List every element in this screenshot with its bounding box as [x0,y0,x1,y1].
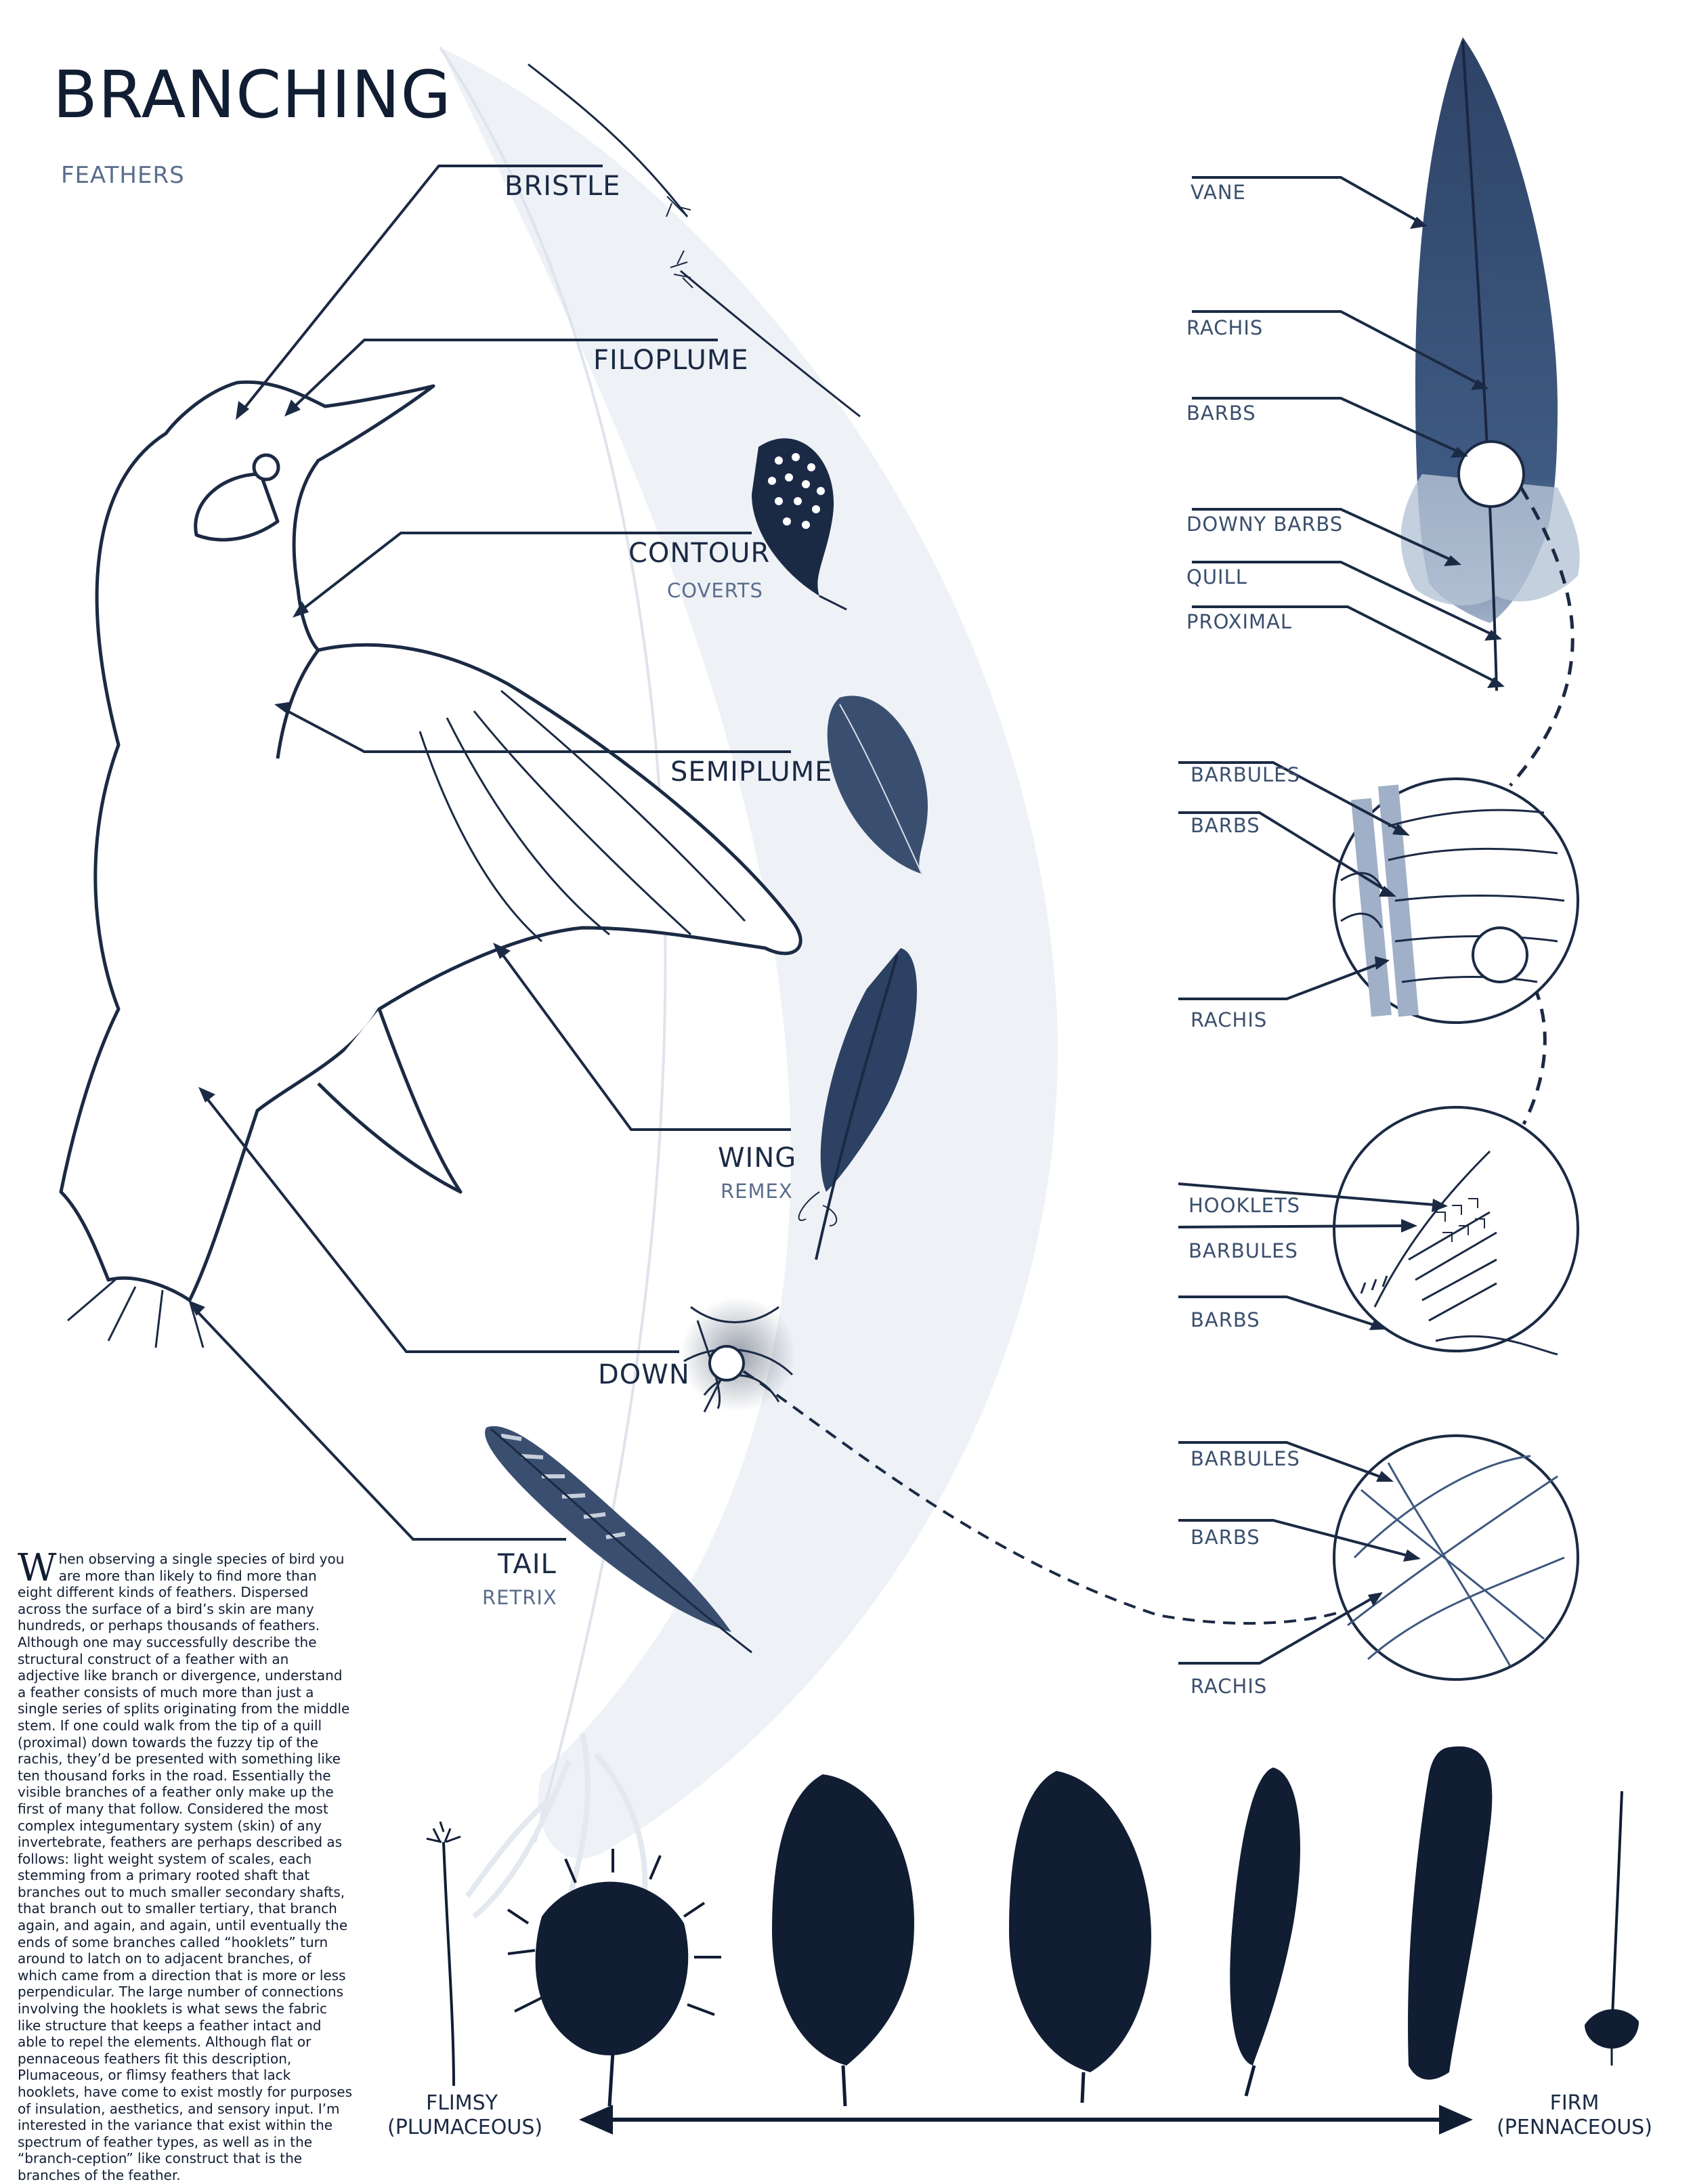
label-down: DOWN [598,1359,690,1390]
essay-text: hen observing a single species of bird y… [18,1551,353,2183]
scale-firm: FIRM [1549,2091,1600,2115]
zoom-circle-hooklets [1333,1106,1579,1356]
label-semiplume: SEMIPLUME [670,756,833,788]
spectrum-remex [1408,1746,1493,2080]
background-feather [439,46,1058,1938]
semiplume-feather [827,695,928,876]
label-remex: REMEX [721,1180,793,1203]
label-tail: TAIL [498,1549,557,1580]
scale-left-label: FLIMSY (PLUMACEOUS) [387,2091,543,2140]
label-vane: VANE [1191,181,1246,204]
label-contour: CONTOUR [628,538,771,569]
label-zoom2-barbules: BARBULES [1188,1239,1298,1262]
spectrum-down [507,1849,721,2107]
label-quill: QUILL [1186,565,1247,588]
anatomy-zoom-marker [1457,440,1525,508]
contour-feather [752,438,847,611]
spectrum-semiplume [772,1774,914,2107]
wing-feather [798,948,917,1260]
zoom-circle-down [1333,1434,1579,1681]
bird-leader-lines [192,165,791,1541]
label-rachis: RACHIS [1186,316,1264,339]
bristle-feather [528,63,691,217]
scale-flimsy: FLIMSY [425,2091,498,2115]
spectrum-feathers [426,1746,1639,2107]
bird-outline [59,380,802,1348]
label-zoom2-hooklets: HOOKLETS [1188,1194,1301,1217]
label-coverts: COVERTS [667,579,763,602]
page-title: BRANCHING [53,57,452,133]
label-barbs: BARBS [1186,402,1256,425]
label-filoplume: FILOPLUME [593,345,749,376]
scale-pennaceous: (PENNACEOUS) [1497,2116,1652,2139]
label-zoom2-barbs: BARBS [1191,1308,1260,1331]
label-zoom1-barbs: BARBS [1191,814,1260,837]
label-downy-barbs: DOWNY BARBS [1186,513,1344,536]
spectrum-bristle [1585,1791,1639,2065]
page-subtitle: FEATHERS [61,162,185,189]
zoom-circle-barbules [1333,777,1579,1024]
label-wing: WING [718,1142,797,1174]
bird-leader-arrowheads [188,400,511,1316]
essay-drop-cap: W [18,1546,57,1590]
tail-feather [485,1426,752,1654]
anatomy-leader-lines [1192,176,1501,685]
label-bristle: BRISTLE [505,171,621,202]
label-proximal: PROXIMAL [1186,610,1293,633]
scale-plumaceous: (PLUMACEOUS) [387,2116,543,2139]
label-zoom1-barbules: BARBULES [1191,763,1300,786]
anatomy-feather [1400,37,1580,691]
zoom-arrowheads [1368,823,1448,1606]
scale-right-label: FIRM (PENNACEOUS) [1497,2091,1652,2140]
anatomy-arrowheads [1410,217,1505,688]
label-zoom3-rachis: RACHIS [1191,1675,1268,1698]
bird-eye [252,453,280,481]
label-zoom3-barbules: BARBULES [1191,1447,1300,1470]
spectrum-arrow [579,2105,1473,2135]
label-zoom3-barbs: BARBS [1191,1526,1260,1549]
down-connector-dashes [742,1370,1342,1625]
spectrum-contour [1009,1771,1151,2103]
spectrum-filoplume [426,1821,461,2086]
label-retrix: RETRIX [482,1586,557,1609]
down-zoom-marker [708,1345,745,1382]
spectrum-wing [1230,1768,1300,2097]
label-zoom1-rachis: RACHIS [1191,1008,1268,1031]
filoplume-feather [670,250,861,418]
zoom-leader-lines [1178,761,1443,1665]
